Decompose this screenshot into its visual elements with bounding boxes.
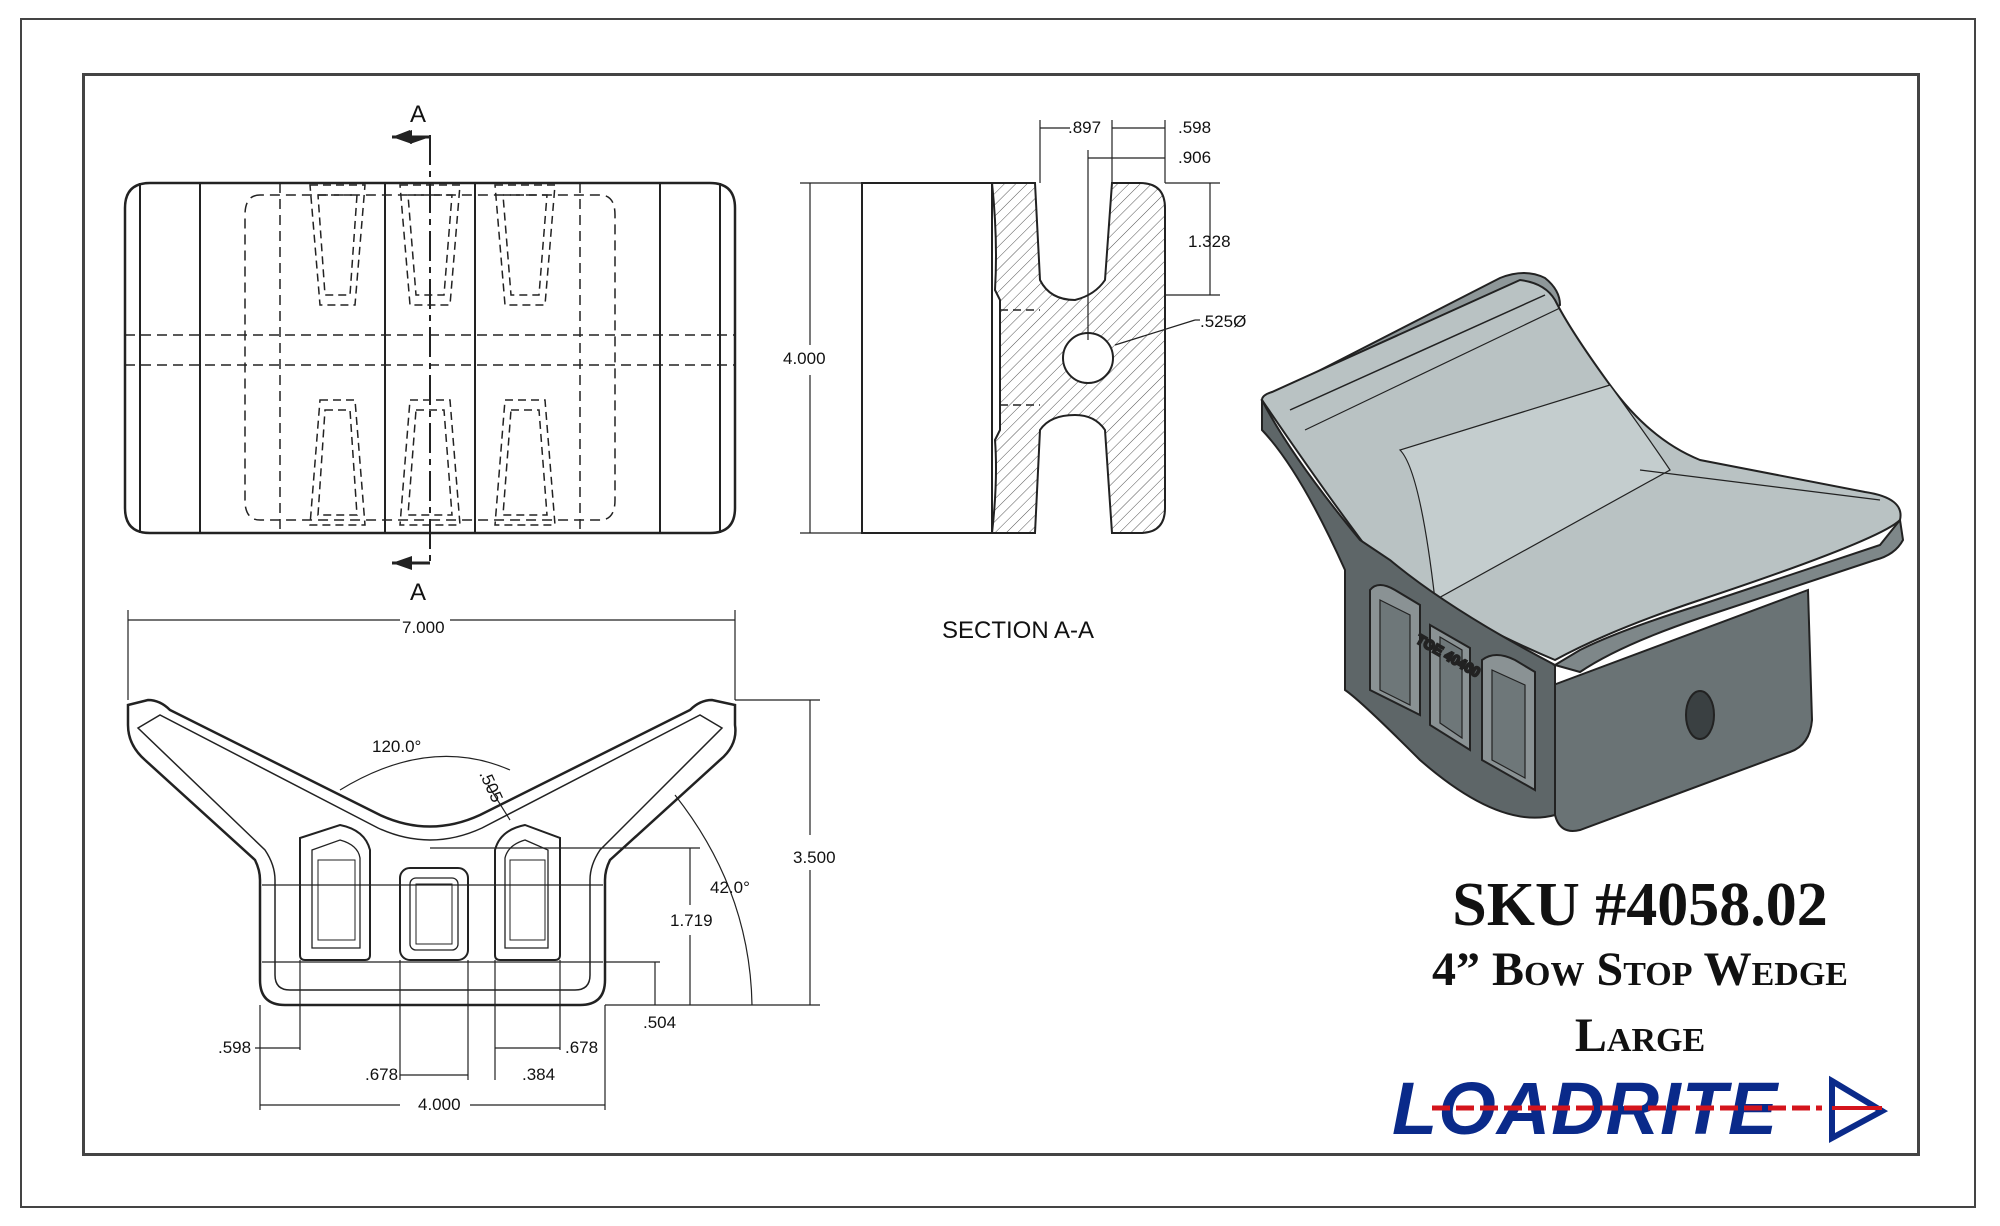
dim-1719: 1.719 (670, 911, 713, 930)
angle-120: 120.0° (372, 737, 421, 756)
dim-897: .897 (1068, 118, 1101, 137)
dim-504: .504 (643, 1013, 676, 1032)
sku-label: SKU #4058.02 (1452, 871, 1828, 939)
dim-384: .384 (522, 1065, 555, 1084)
section-view (800, 120, 1220, 534)
dim-525: .525Ø (1200, 312, 1246, 331)
drawing-frame (82, 73, 1920, 1156)
dim-598-top: .598 (1178, 118, 1211, 137)
isometric-render: TOE 40400 (1260, 272, 1905, 832)
dim-1328: 1.328 (1188, 232, 1231, 251)
dim-906: .906 (1178, 148, 1211, 167)
dim-678-right: .678 (565, 1038, 598, 1057)
product-name: 4” Bow Stop Wedge (1432, 943, 1848, 996)
angle-42: 42.0° (710, 878, 750, 897)
loadrite-logo: LOADRITE (1392, 1066, 1892, 1146)
dim-4000-width: 4.000 (418, 1095, 461, 1114)
top-view (123, 130, 737, 570)
dim-598-bottom: .598 (218, 1038, 251, 1057)
section-mark-bottom: A (410, 579, 426, 606)
outer-border (20, 18, 1976, 1208)
section-mark-top: A (410, 101, 426, 128)
dim-4000-height: 4.000 (783, 349, 826, 368)
dim-678-left: .678 (365, 1065, 398, 1084)
section-caption: SECTION A-A (942, 617, 1094, 644)
front-view (126, 610, 820, 1110)
dim-3500: 3.500 (793, 848, 836, 867)
product-size: Large (1574, 1009, 1706, 1062)
dim-505: .505 (475, 767, 506, 805)
dim-7000: 7.000 (402, 618, 445, 637)
